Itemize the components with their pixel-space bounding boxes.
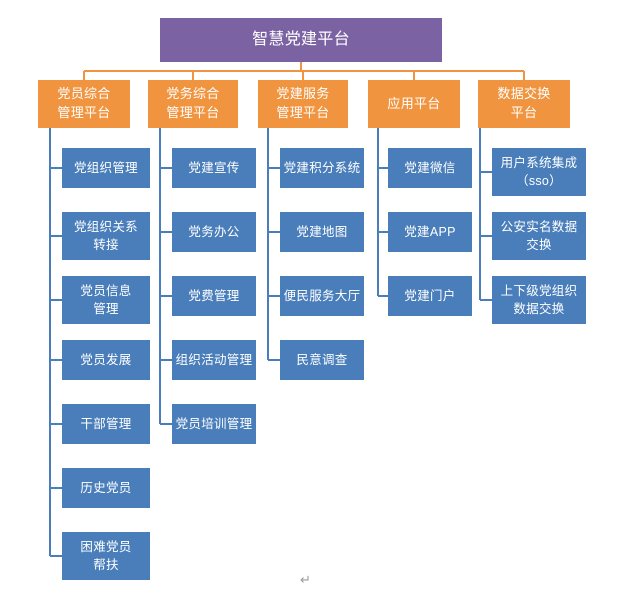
leaf-node-c1-4-line1: 党员发展 — [80, 352, 132, 367]
leaf-node-c1-2-line1: 党组织关系 — [73, 219, 138, 234]
platform-node-4[interactable]: 应用平台 — [368, 80, 460, 128]
leaf-node-c1-5[interactable]: 干部管理 — [62, 404, 150, 444]
leaf-node-c2-1-line1: 党建宣传 — [188, 160, 240, 175]
leaf-node-c4-3-line1: 党建门户 — [404, 288, 456, 303]
leaf-node-c5-3[interactable]: 上下级党组织数据交换 — [492, 276, 586, 324]
leaf-node-c2-1[interactable]: 党建宣传 — [172, 148, 256, 188]
platform-node-2-line2: 管理平台 — [166, 105, 220, 120]
leaf-node-c3-1-line1: 党建积分系统 — [283, 160, 361, 175]
leaf-node-c3-4-line1: 民意调查 — [296, 352, 348, 367]
leaf-node-c1-7-line1: 困难党员 — [80, 539, 132, 554]
platform-node-3[interactable]: 党建服务管理平台 — [258, 80, 348, 128]
leaf-node-c1-6-line1: 历史党员 — [80, 480, 132, 495]
leaf-node-c1-3-line1: 党员信息 — [80, 283, 132, 298]
leaf-node-c1-1[interactable]: 党组织管理 — [62, 148, 150, 188]
leaf-node-c1-3-line2: 管理 — [93, 302, 119, 316]
leaf-node-c5-2-line1: 公安实名数据 — [500, 219, 578, 234]
leaf-node-c3-4[interactable]: 民意调查 — [280, 340, 364, 380]
platform-node-2-line1: 党务综合 — [166, 86, 220, 102]
leaf-node-c2-4-line1: 组织活动管理 — [175, 352, 253, 367]
leaf-node-c5-1[interactable]: 用户系统集成 （sso） — [492, 148, 586, 196]
platform-node-5-line2: 平台 — [510, 105, 538, 120]
paragraph-mark: ↵ — [300, 572, 311, 587]
leaf-node-c2-4[interactable]: 组织活动管理 — [172, 340, 256, 380]
platform-node-4-line1: 应用平台 — [387, 95, 441, 111]
leaf-node-c3-3-line1: 便民服务大厅 — [283, 288, 361, 303]
leaf-node-c1-2-line2: 转接 — [93, 238, 119, 252]
leaf-node-c5-2-line2: 交换 — [526, 238, 552, 252]
leaf-node-c1-5-line1: 干部管理 — [80, 416, 132, 431]
root-node-platform-title-line1: 智慧党建平台 — [252, 31, 350, 49]
leaf-node-c3-2-line1: 党建地图 — [296, 224, 348, 239]
leaf-node-c2-5-line1: 党员培训管理 — [175, 416, 253, 431]
platform-node-5[interactable]: 数据交换平台 — [478, 80, 570, 128]
leaf-node-c5-1-line2: （sso） — [516, 174, 562, 188]
platform-node-2[interactable]: 党务综合管理平台 — [148, 80, 238, 128]
leaf-node-c5-3-line1: 上下级党组织 — [500, 283, 578, 298]
leaf-node-c3-1[interactable]: 党建积分系统 — [280, 148, 364, 188]
leaf-node-c4-2[interactable]: 党建APP — [388, 212, 472, 252]
platform-node-1-line2: 管理平台 — [57, 105, 111, 120]
leaf-node-c1-7[interactable]: 困难党员帮扶 — [62, 532, 150, 580]
leaf-node-c1-1-line1: 党组织管理 — [73, 160, 138, 175]
leaf-node-c5-2[interactable]: 公安实名数据交换 — [492, 212, 586, 260]
leaf-node-c2-3-line1: 党费管理 — [188, 288, 240, 303]
leaf-node-c2-5[interactable]: 党员培训管理 — [172, 404, 256, 444]
leaf-node-c1-6[interactable]: 历史党员 — [62, 468, 150, 508]
root-node-platform-title[interactable]: 智慧党建平台 — [160, 18, 442, 62]
platform-node-1-line1: 党员综合 — [57, 86, 111, 102]
leaf-node-c2-2[interactable]: 党务办公 — [172, 212, 256, 252]
platform-node-1[interactable]: 党员综合管理平台 — [38, 80, 130, 128]
leaf-node-c4-1[interactable]: 党建微信 — [388, 148, 472, 188]
platform-node-3-line2: 管理平台 — [276, 105, 330, 120]
leaf-node-c1-4[interactable]: 党员发展 — [62, 340, 150, 380]
leaf-node-c3-3[interactable]: 便民服务大厅 — [280, 276, 364, 316]
leaf-node-c5-1-line1: 用户系统集成 — [500, 155, 578, 170]
leaf-node-c1-3[interactable]: 党员信息管理 — [62, 276, 150, 324]
leaf-node-c4-2-line1: 党建APP — [404, 224, 456, 239]
leaf-node-c5-3-line2: 数据交换 — [513, 302, 565, 316]
leaf-node-c4-1-line1: 党建微信 — [404, 160, 456, 175]
leaf-node-c1-7-line2: 帮扶 — [93, 558, 119, 572]
leaf-node-c2-2-line1: 党务办公 — [188, 224, 240, 239]
leaf-node-c4-3[interactable]: 党建门户 — [388, 276, 472, 316]
platform-node-5-line1: 数据交换 — [497, 86, 551, 102]
leaf-node-c1-2[interactable]: 党组织关系转接 — [62, 212, 150, 260]
leaf-node-c3-2[interactable]: 党建地图 — [280, 212, 364, 252]
platform-node-3-line1: 党建服务 — [276, 86, 330, 102]
leaf-node-c2-3[interactable]: 党费管理 — [172, 276, 256, 316]
